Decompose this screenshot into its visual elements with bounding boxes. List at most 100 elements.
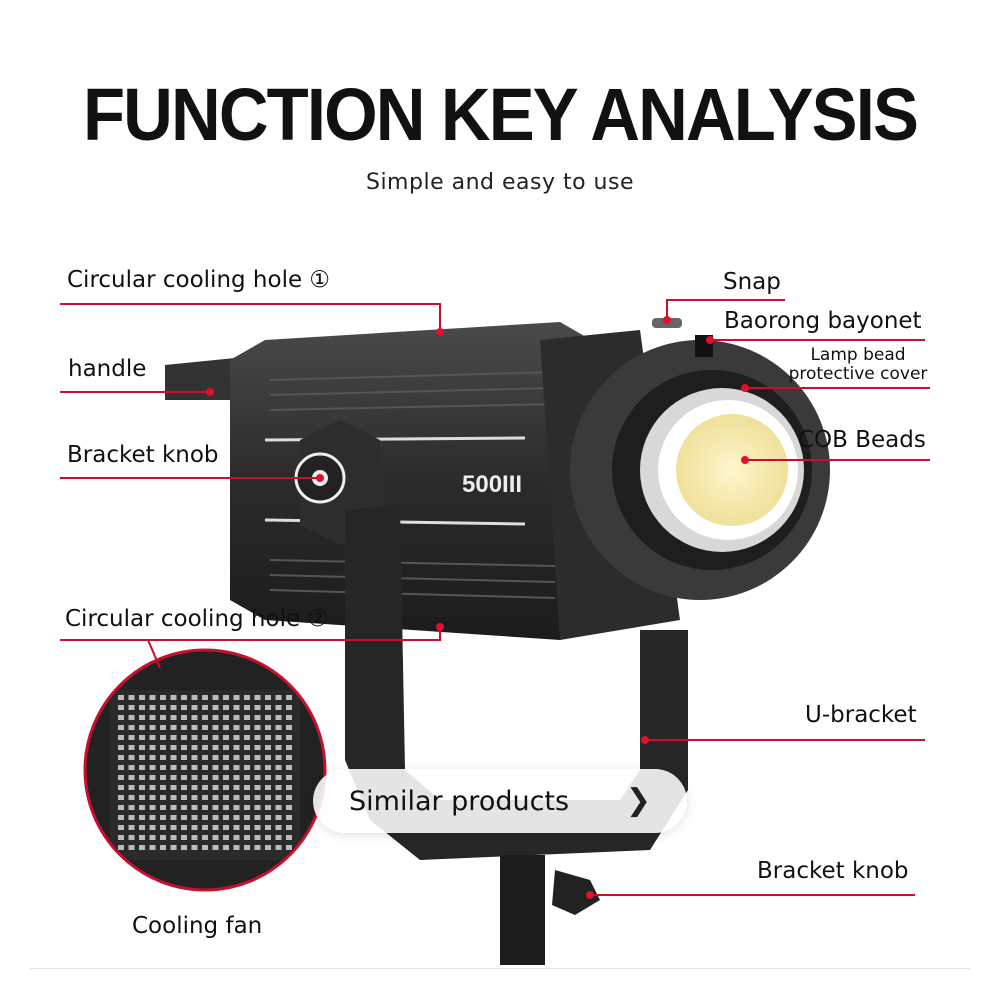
vent-hole [149, 805, 156, 810]
vent-hole [275, 715, 282, 720]
vent-hole [202, 755, 208, 760]
vent-hole [149, 745, 156, 750]
vent-hole [191, 845, 198, 850]
vent-hole [233, 705, 240, 710]
vent-hole [160, 765, 166, 770]
vent-hole [128, 835, 135, 840]
vent-hole [275, 835, 282, 840]
vent-hole [149, 795, 156, 800]
vent-hole [233, 695, 240, 700]
vent-hole [128, 705, 135, 710]
vent-hole [286, 715, 292, 720]
vent-hole [181, 805, 187, 810]
vent-hole [233, 845, 240, 850]
vent-hole [275, 775, 282, 780]
vent-hole [212, 765, 219, 770]
vent-hole [244, 795, 250, 800]
vent-hole [254, 785, 261, 790]
vent-hole [233, 715, 240, 720]
vent-hole [275, 765, 282, 770]
vent-hole [254, 705, 261, 710]
vent-hole [170, 695, 177, 700]
vent-hole [191, 765, 198, 770]
vent-hole [191, 785, 198, 790]
vent-hole [265, 845, 271, 850]
vent-hole [191, 695, 198, 700]
vent-hole [244, 775, 250, 780]
model-label: 500III [462, 471, 522, 498]
vent-hole [160, 795, 166, 800]
vent-hole [244, 695, 250, 700]
vent-hole [170, 735, 177, 740]
cover-line-2: protective cover [788, 364, 928, 384]
vent-hole [223, 845, 229, 850]
vent-hole [128, 785, 135, 790]
vent-hole [233, 815, 240, 820]
page-title: FUNCTION KEY ANALYSIS [82, 73, 919, 156]
vent-hole [160, 775, 166, 780]
vent-hole [139, 845, 145, 850]
vent-hole [128, 735, 135, 740]
vent-hole [149, 815, 156, 820]
vent-hole [139, 755, 145, 760]
vent-hole [223, 695, 229, 700]
label-bayonet: Baorong bayonet [724, 308, 922, 334]
vent-hole [149, 835, 156, 840]
vent-hole [191, 825, 198, 830]
vent-hole [244, 745, 250, 750]
vent-hole [170, 835, 177, 840]
vent-hole [275, 705, 282, 710]
vent-hole [275, 695, 282, 700]
vent-hole [170, 815, 177, 820]
vent-hole [181, 785, 187, 790]
vent-hole [286, 845, 292, 850]
vent-hole [202, 845, 208, 850]
vent-hole [233, 825, 240, 830]
label-bracket-knob-left: Bracket knob [67, 442, 219, 468]
vent-hole [265, 795, 271, 800]
vent-hole [265, 755, 271, 760]
vent-hole [233, 785, 240, 790]
label-u-bracket: U-bracket [805, 702, 917, 728]
vent-hole [223, 705, 229, 710]
vent-hole [202, 825, 208, 830]
vent-hole [275, 735, 282, 740]
vent-hole [170, 725, 177, 730]
vent-hole [223, 735, 229, 740]
vent-hole [191, 775, 198, 780]
similar-products-button[interactable]: Similar products ❯ [313, 769, 687, 833]
vent-hole [223, 805, 229, 810]
vent-hole [233, 735, 240, 740]
vent-hole [275, 785, 282, 790]
vent-hole [181, 735, 187, 740]
vent-hole [233, 765, 240, 770]
vent-hole [254, 805, 261, 810]
vent-hole [265, 785, 271, 790]
vent-hole [202, 745, 208, 750]
vent-hole [139, 765, 145, 770]
vent-hole [286, 785, 292, 790]
vent-hole [244, 765, 250, 770]
vent-hole [202, 725, 208, 730]
vent-hole [265, 735, 271, 740]
vent-hole [128, 845, 135, 850]
label-bracket-knob-right: Bracket knob [757, 858, 909, 884]
vent-hole [275, 745, 282, 750]
cover-line-1: Lamp bead [810, 345, 906, 365]
vent-hole [212, 785, 219, 790]
vent-hole [244, 825, 250, 830]
vent-hole [128, 745, 135, 750]
vent-hole [170, 755, 177, 760]
vent-hole [191, 835, 198, 840]
vent-hole [244, 755, 250, 760]
vent-hole [244, 805, 250, 810]
vent-hole [223, 795, 229, 800]
vent-hole [149, 845, 156, 850]
vent-hole [160, 705, 166, 710]
vent-hole [212, 715, 219, 720]
vent-hole [202, 815, 208, 820]
vent-hole [149, 755, 156, 760]
vent-hole [212, 775, 219, 780]
vent-hole [254, 715, 261, 720]
vent-hole [118, 745, 124, 750]
